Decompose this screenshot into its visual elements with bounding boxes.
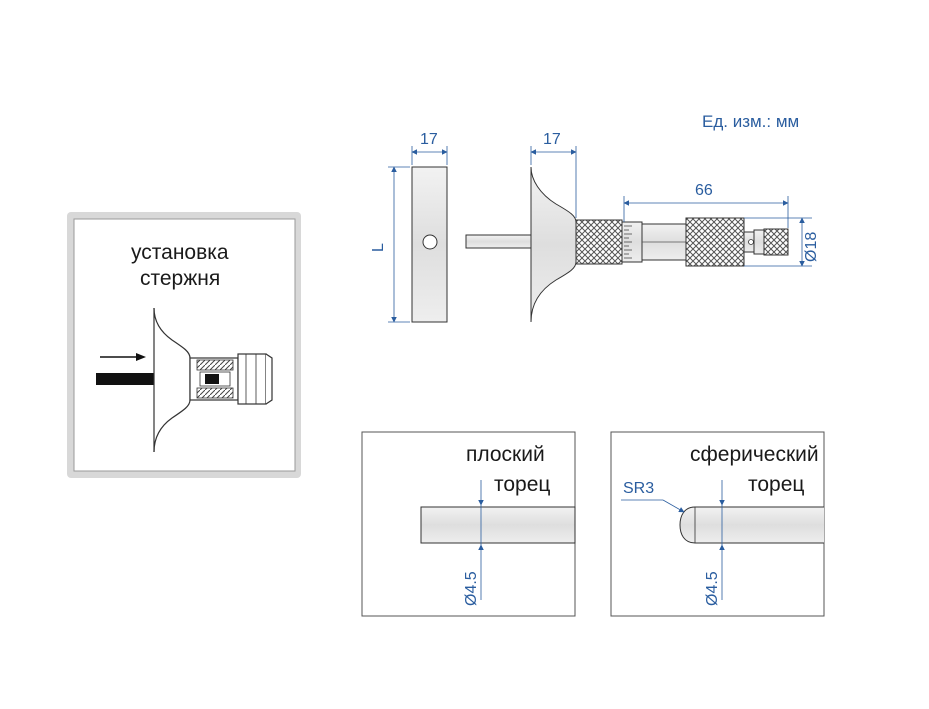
micrometer-front-view: [465, 146, 812, 323]
flat-title-line2: торец: [494, 473, 551, 496]
dim-diameter: Ø18: [803, 231, 820, 262]
spherical-title-line2: торец: [748, 473, 805, 496]
dim-base-width: 17: [420, 131, 438, 148]
base-side-view: [388, 146, 448, 323]
dim-length: 66: [695, 182, 713, 199]
units-label: Ед. изм.: мм: [702, 112, 800, 131]
spherical-title-line1: сферический: [690, 443, 819, 466]
spherical-dim-diameter: Ø4.5: [704, 571, 721, 606]
flat-end-panel: [361, 431, 576, 617]
install-title-line2: стержня: [140, 267, 221, 290]
flat-title-line1: плоский: [466, 443, 545, 466]
spherical-end-panel: [610, 431, 825, 617]
install-title-line1: установка: [131, 241, 229, 264]
dim-body-width: 17: [543, 131, 561, 148]
install-panel: [67, 212, 301, 478]
spherical-dim-radius: SR3: [623, 480, 655, 497]
flat-dim-diameter: Ø4.5: [463, 571, 480, 606]
dim-height: L: [370, 243, 387, 252]
